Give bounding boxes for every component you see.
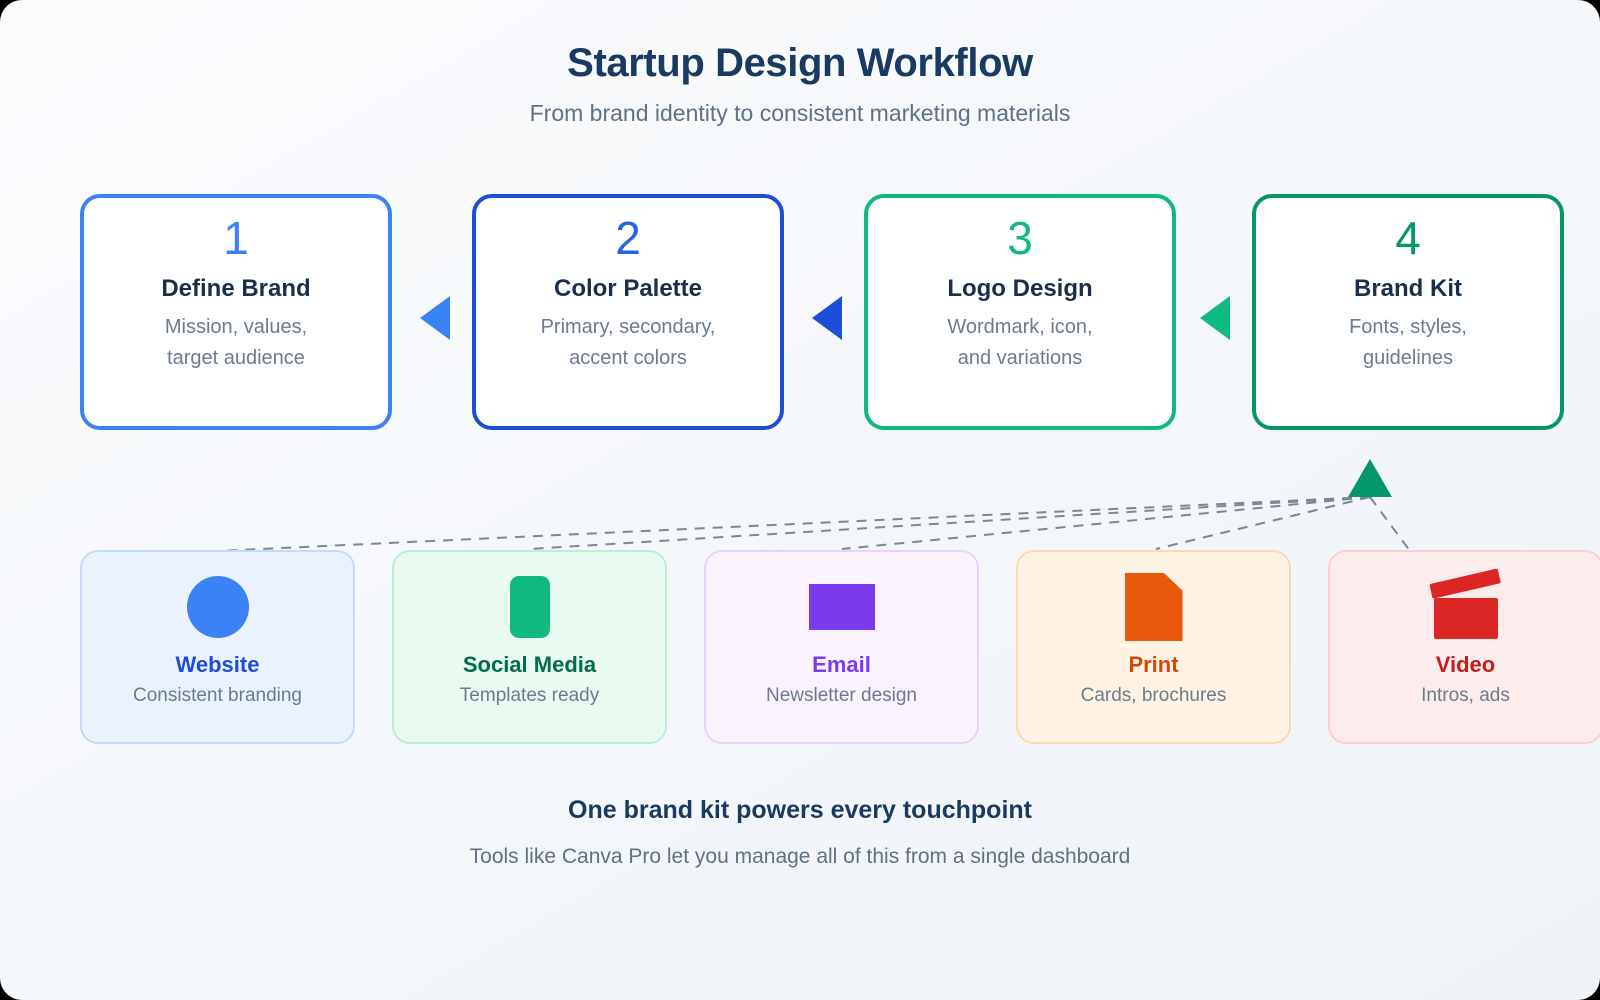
step-number: 4 <box>1395 212 1421 264</box>
touchpoint-label: Website <box>175 652 260 677</box>
step-description: Primary, secondary,accent colors <box>540 315 716 369</box>
step-title: Color Palette <box>553 274 703 302</box>
touchpoint-card-website[interactable]: Website Consistent branding <box>80 550 355 744</box>
icon-slot <box>808 574 875 640</box>
step-card-2[interactable]: 2 Color Palette Primary, secondary,accen… <box>472 194 784 430</box>
touchpoint-card-email[interactable]: Email Newsletter design <box>704 550 979 744</box>
icon-slot <box>1428 568 1504 640</box>
connector-to-video <box>1369 496 1411 552</box>
circle-icon <box>186 576 249 638</box>
header: Startup Design Workflow From brand ident… <box>0 40 1600 127</box>
touchpoint-cards: Website Consistent branding Social Media… <box>0 550 1600 750</box>
touchpoint-label: Print <box>1128 652 1179 677</box>
page-title: Startup Design Workflow <box>567 41 1033 85</box>
step-number: 1 <box>223 212 249 264</box>
touchpoint-description: Consistent branding <box>133 685 302 707</box>
page-subtitle: From brand identity to consistent market… <box>529 100 1071 126</box>
clapperboard-top <box>1428 568 1501 599</box>
step-title: Define Brand <box>161 274 311 302</box>
arrow-up-icon-hub <box>1348 459 1392 497</box>
workflow-steps: 1 Define Brand Mission, values,target au… <box>0 194 1600 434</box>
footer-title: One brand kit powers every touchpoint <box>568 796 1032 824</box>
step-number: 3 <box>1007 212 1033 264</box>
touchpoint-card-social-media[interactable]: Social Media Templates ready <box>392 550 667 744</box>
arrow-left-icon-1 <box>420 296 450 340</box>
touchpoint-label: Video <box>1435 652 1496 677</box>
step-title: Logo Design <box>947 274 1093 302</box>
touchpoint-card-video[interactable]: Video Intros, ads <box>1328 550 1600 744</box>
envelope-icon <box>808 584 875 630</box>
step-title: Brand Kit <box>1354 274 1462 302</box>
icon-slot <box>1124 573 1183 641</box>
touchpoint-description: Cards, brochures <box>1080 685 1227 707</box>
step-description: Mission, values,target audience <box>164 315 308 369</box>
arrow-left-icon-3 <box>1200 296 1230 340</box>
step-description: Fonts, styles,guidelines <box>1349 315 1467 369</box>
touchpoint-card-print[interactable]: Print Cards, brochures <box>1016 550 1291 744</box>
step-card-3[interactable]: 3 Logo Design Wordmark, icon,and variati… <box>864 194 1176 430</box>
step-description: Wordmark, icon,and variations <box>947 315 1093 369</box>
touchpoint-label: Social Media <box>462 652 597 677</box>
touchpoint-label: Email <box>812 652 871 677</box>
document-icon <box>1124 573 1183 641</box>
connector-to-website <box>217 496 1371 552</box>
connector-to-social <box>529 496 1371 550</box>
icon-slot <box>186 574 249 640</box>
connector-to-email <box>841 496 1371 550</box>
connector-to-print <box>1155 496 1371 550</box>
step-card-1[interactable]: 1 Define Brand Mission, values,target au… <box>80 194 392 430</box>
step-card-4[interactable]: 4 Brand Kit Fonts, styles,guidelines <box>1252 194 1564 430</box>
touchpoint-description: Intros, ads <box>1421 685 1510 707</box>
touchpoint-description: Templates ready <box>459 685 600 707</box>
clapperboard-body <box>1433 598 1498 639</box>
step-number: 2 <box>615 212 641 264</box>
phone-icon <box>509 576 550 638</box>
footer-subtitle: Tools like Canva Pro let you manage all … <box>469 845 1131 868</box>
arrow-left-icon-2 <box>812 296 842 340</box>
icon-slot <box>509 574 550 640</box>
footer: One brand kit powers every touchpoint To… <box>0 795 1600 870</box>
clapperboard-icon <box>1428 568 1504 639</box>
touchpoint-description: Newsletter design <box>765 685 918 707</box>
